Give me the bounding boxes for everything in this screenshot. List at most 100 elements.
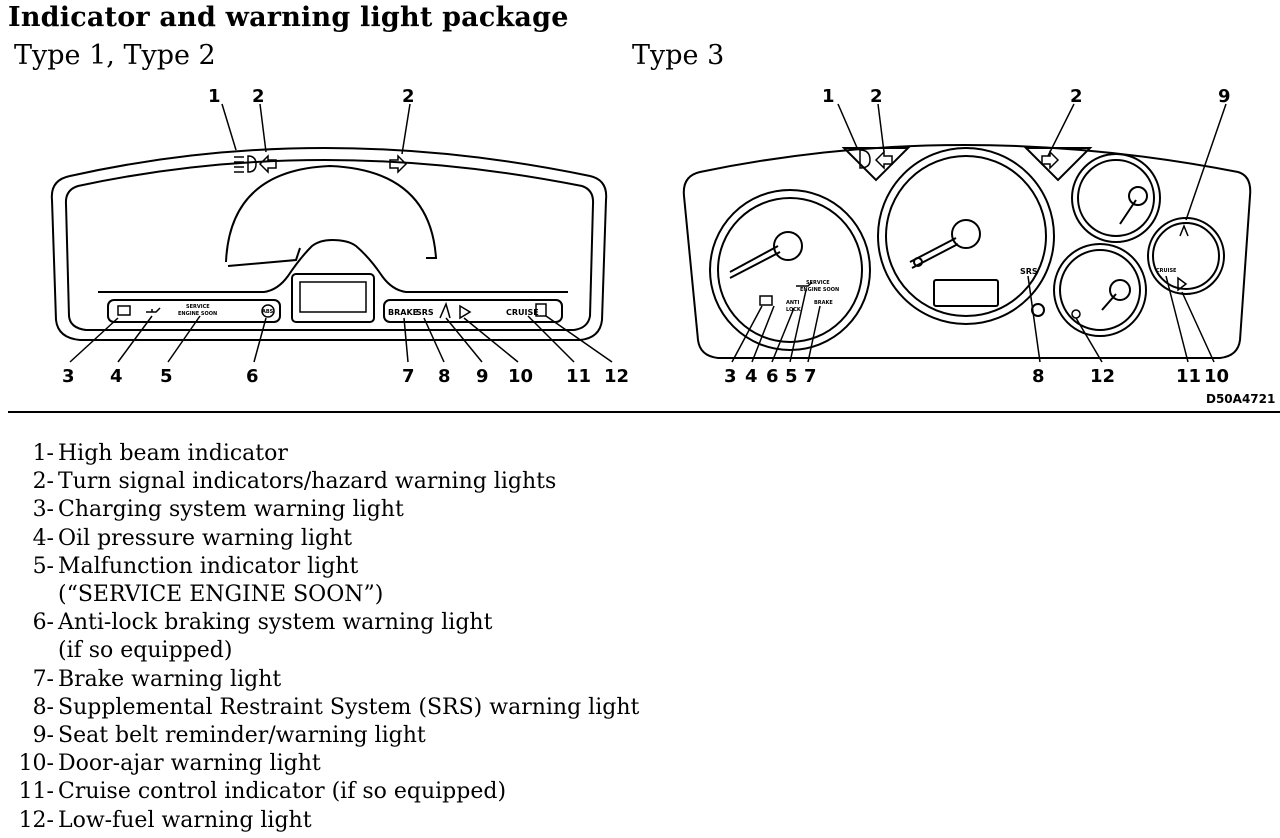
type3-callout-numbers: 1 2 2 9 3 4 6 5 7 8 12 11 10 <box>724 86 1231 387</box>
legend-item: 11-Cruise control indicator (if so equip… <box>0 778 639 806</box>
type3-cluster <box>682 103 1252 363</box>
type3-door-ajar-icon <box>1177 276 1188 292</box>
callout-11: 11 <box>1176 366 1201 387</box>
type12-callout-numbers: 1 2 2 3 4 5 6 7 8 9 10 11 12 <box>62 86 629 387</box>
cruise-label: CRUISE <box>1156 268 1177 274</box>
callout-3: 3 <box>62 366 75 387</box>
type3-oil-can-icon <box>796 281 813 287</box>
legend-item-continuation: (“SERVICE ENGINE SOON”) <box>0 581 639 609</box>
oil-can-icon <box>146 307 161 313</box>
type3-battery-icon <box>759 295 773 306</box>
callout-4: 4 <box>745 366 758 387</box>
legend-text: Brake warning light <box>58 666 282 692</box>
type3-tachometer <box>709 189 871 351</box>
legend-text: Charging system warning light <box>58 497 404 523</box>
callout-2: 2 <box>1070 86 1083 107</box>
type12-lower-left-panel <box>107 299 281 323</box>
service-label: SERVICE <box>186 304 210 310</box>
callout-11: 11 <box>566 366 591 387</box>
type3-fuel-gauge <box>1053 243 1147 337</box>
brake-label: BRAKE <box>814 300 833 306</box>
legend-item: 9-Seat belt reminder/warning light <box>0 722 639 750</box>
legend-item: 12-Low-fuel warning light <box>0 807 639 835</box>
type3-fuel-gauge-inner <box>1059 249 1141 331</box>
legend-number: 7- <box>32 666 54 692</box>
legend-item: 8-Supplemental Restraint System (SRS) wa… <box>0 694 640 722</box>
legend-number: 10- <box>18 751 54 777</box>
type12-inner-bezel <box>64 159 595 331</box>
legend-text: Oil pressure warning light <box>58 525 353 551</box>
callout-3: 3 <box>724 366 737 387</box>
callout-2: 2 <box>402 86 415 107</box>
callout-8: 8 <box>438 366 451 387</box>
type12-outer-bezel <box>50 147 608 341</box>
legend-number: 12- <box>18 807 54 833</box>
type3-tachometer-inner <box>717 197 863 343</box>
callout-1: 1 <box>822 86 835 107</box>
callout-10: 10 <box>1204 366 1229 387</box>
type12-needle <box>227 247 301 267</box>
legend-number: 1- <box>32 441 54 466</box>
callout-10: 10 <box>508 366 533 387</box>
type3-right-lens <box>1023 147 1093 182</box>
legend-item: 2-Turn signal indicators/hazard warning … <box>0 468 639 496</box>
type12-leader-lines <box>69 103 613 363</box>
type12-center-hood <box>98 238 568 293</box>
legend-item: 3-Charging system warning light <box>0 496 639 524</box>
type3-odometer <box>933 279 999 307</box>
type3-high-beam-icon <box>859 149 871 169</box>
legend-number: 11- <box>18 779 54 805</box>
type12-speedometer-arc <box>225 164 438 263</box>
type3-temp-gauge-inner <box>1077 159 1155 237</box>
instrument-cluster-diagram: 1 2 2 3 4 5 6 7 8 9 10 11 12 SERVICE ENG… <box>50 86 1275 406</box>
battery-icon <box>117 305 131 316</box>
type3-temp-needle <box>1119 199 1137 225</box>
type12-cluster <box>50 103 613 363</box>
type3-fuel-needle <box>1101 293 1117 311</box>
type12-lower-right-panel <box>383 299 563 323</box>
type3-fuel-hub <box>1109 279 1131 301</box>
callout-9: 9 <box>1218 86 1231 107</box>
engine-soon-label: ENGINE SOON <box>800 287 839 293</box>
legend-number: 4- <box>32 525 54 551</box>
legend-text: Anti-lock braking system warning light <box>58 610 493 636</box>
service-label: SERVICE <box>806 280 830 286</box>
type3-label: Type 3 <box>632 40 725 71</box>
type3-leader-lines <box>731 103 1227 363</box>
type3-speedometer <box>877 147 1055 325</box>
callout-9: 9 <box>476 366 489 387</box>
legend-text: Malfunction indicator light <box>58 553 359 579</box>
cruise-label: CRUISE <box>506 308 539 317</box>
srs-label: SRS <box>1020 267 1038 276</box>
anti-label: ANTI <box>786 300 799 306</box>
turn-left-icon <box>258 154 277 174</box>
type3-fuel-icon <box>1071 309 1081 319</box>
legend-number: 6- <box>32 610 54 636</box>
callout-12: 12 <box>604 366 629 387</box>
type3-temp-hub <box>1128 186 1148 206</box>
legend-text: Door-ajar warning light <box>58 751 321 777</box>
type3-temp-gauge <box>1071 153 1161 243</box>
high-beam-icon <box>234 155 257 173</box>
callout-7: 7 <box>804 366 817 387</box>
abs-icon <box>261 304 275 318</box>
legend-text: Supplemental Restraint System (SRS) warn… <box>58 694 640 720</box>
legend-number: 9- <box>32 723 54 749</box>
legend-text: Seat belt reminder/warning light <box>58 723 426 749</box>
type3-speed-needle <box>909 237 959 269</box>
callout-1: 1 <box>208 86 221 107</box>
type3-speed-hub <box>951 219 981 249</box>
callout-5: 5 <box>785 366 798 387</box>
type3-speed-pivot <box>913 257 923 267</box>
type12-panel-text: SERVICE ENGINE SOON ABS BRAKE SRS CRUISE <box>178 304 539 317</box>
callout-2: 2 <box>870 86 883 107</box>
legend-text: High beam indicator <box>58 441 288 466</box>
lock-label: LOCK <box>786 307 802 313</box>
type12-label: Type 1, Type 2 <box>14 40 216 71</box>
brake-label: BRAKE <box>388 308 418 317</box>
figure-code: D50A4721 <box>1206 392 1275 406</box>
legend-number: 2- <box>32 469 54 495</box>
callout-12: 12 <box>1090 366 1115 387</box>
legend-text: Turn signal indicators/hazard warning li… <box>58 469 557 495</box>
